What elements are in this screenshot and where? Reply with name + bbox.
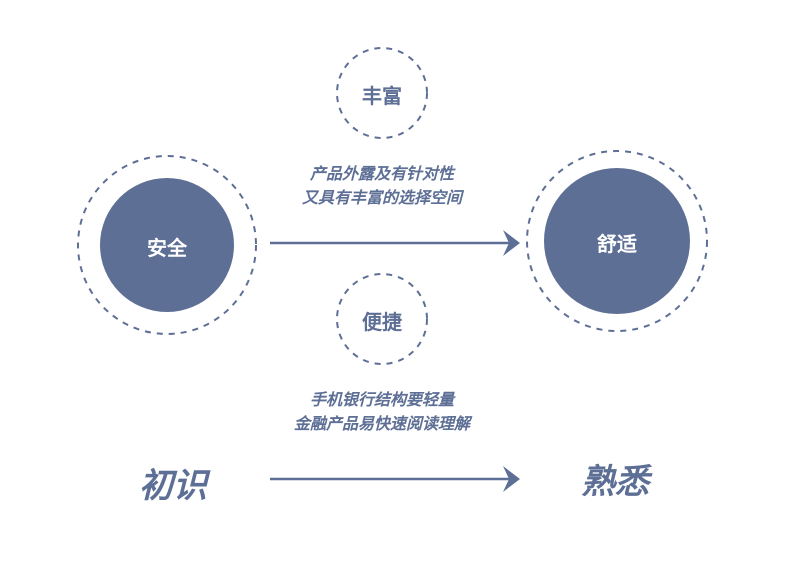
arrow-bottom: [270, 466, 520, 492]
rich-ring: [336, 47, 428, 139]
stage-start: 初识: [139, 466, 207, 506]
rich-label: 丰富: [362, 84, 402, 108]
stage-end: 熟悉: [581, 462, 649, 502]
convenient-label: 便捷: [362, 310, 402, 334]
comfort-circle: [544, 168, 690, 314]
desc-line: 金融产品易快速阅读理解: [293, 414, 470, 433]
convenient-ring: [336, 273, 428, 365]
arrow-top: [270, 230, 520, 256]
safety-outer-ring: [77, 155, 257, 335]
comfort-label: 舒适: [597, 232, 637, 256]
safety-label: 安全: [147, 236, 187, 260]
comfort-outer-ring: [526, 150, 708, 332]
desc-line: 又具有丰富的选择空间: [301, 188, 462, 207]
desc-line: 手机银行结构要轻量: [309, 390, 454, 409]
desc-line: 产品外露及有针对性: [309, 164, 454, 183]
top-description: 产品外露及有针对性 又具有丰富的选择空间: [232, 162, 532, 210]
safety-circle: [100, 178, 234, 312]
bottom-description: 手机银行结构要轻量 金融产品易快速阅读理解: [232, 388, 532, 436]
